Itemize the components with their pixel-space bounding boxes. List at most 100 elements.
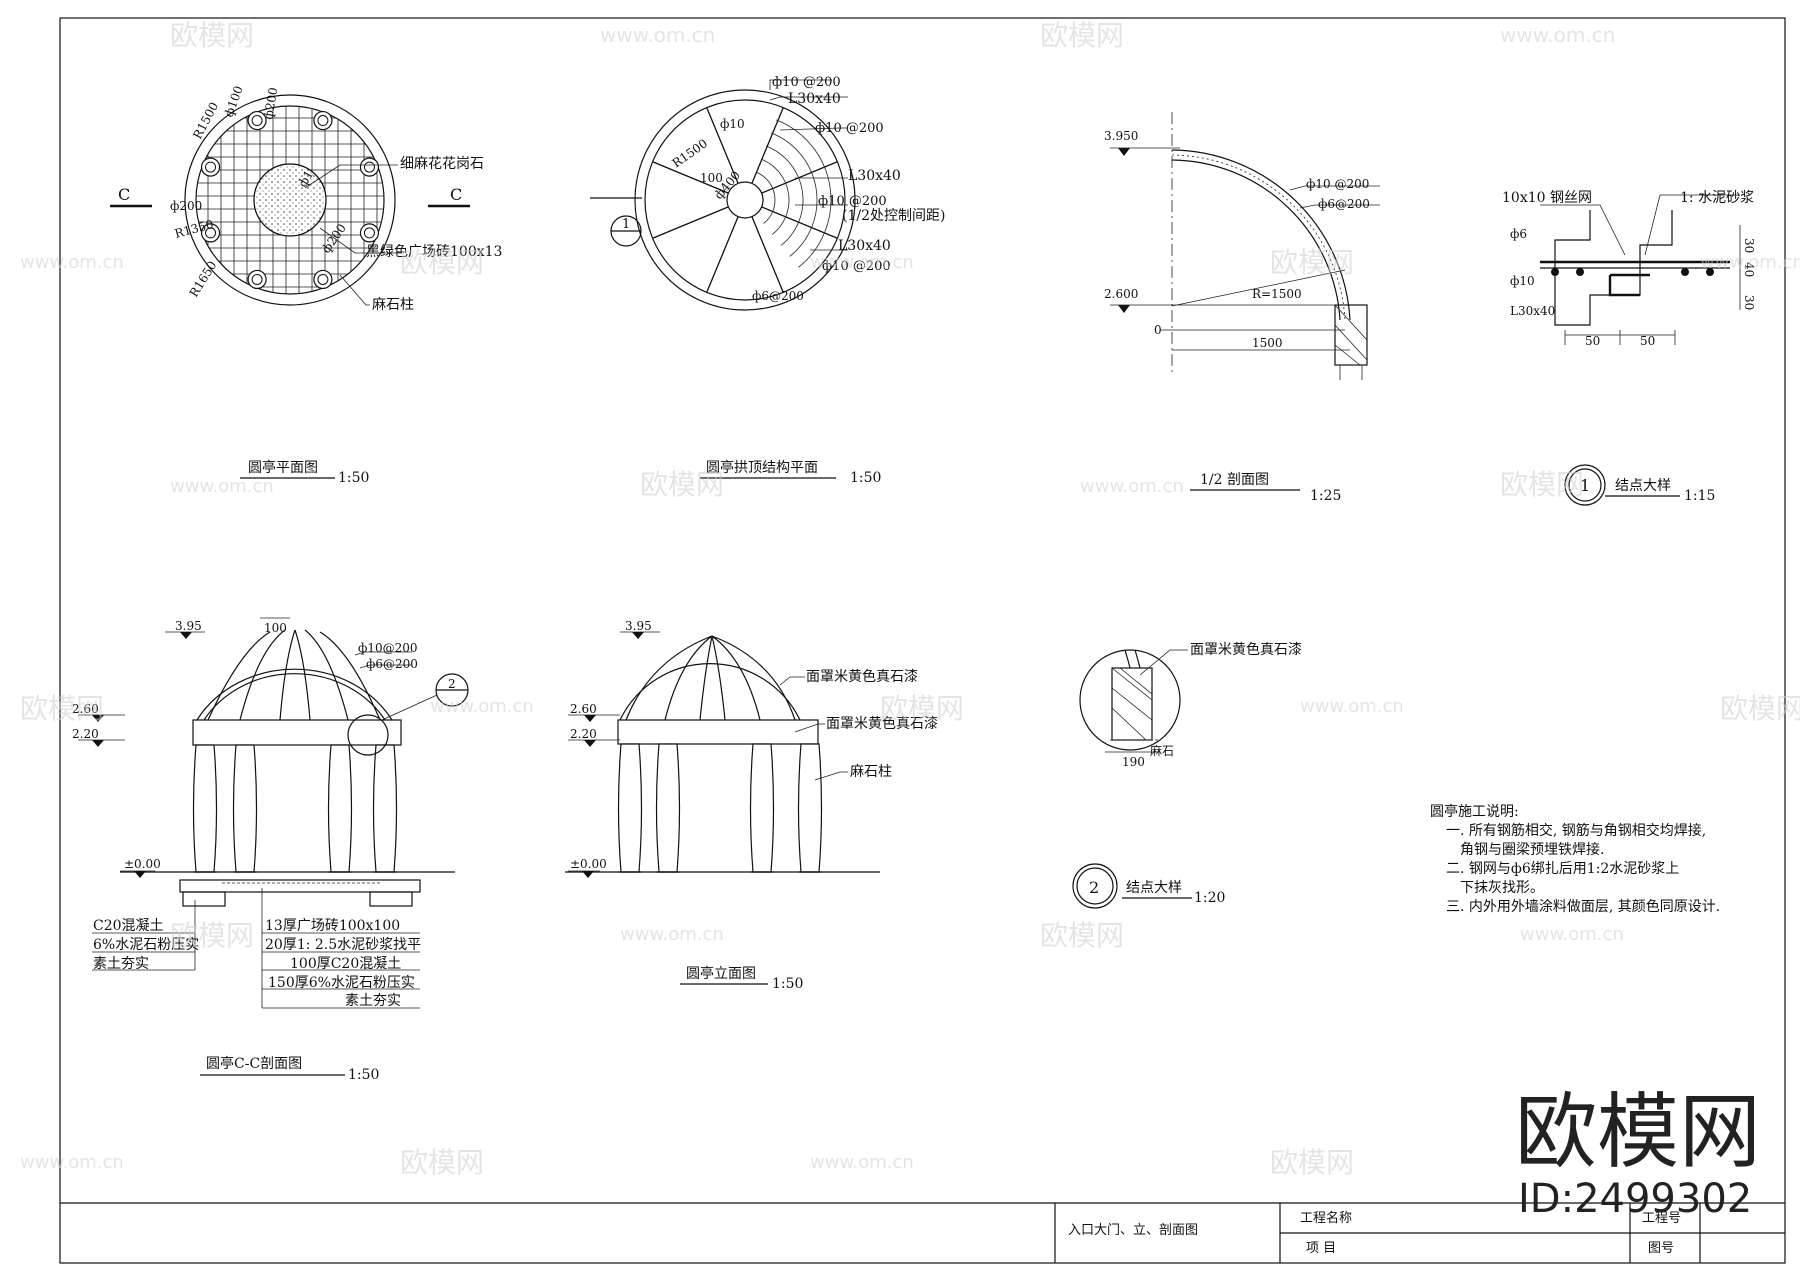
node1-title: 结点大样 xyxy=(1615,478,1671,494)
notes-line-4: 三. 内外用外墙涂料做面层, 其颜色同原设计. xyxy=(1446,898,1720,915)
elevation-view: 3.95 2.60 2.20 ±0.00 面罩米黄色真石漆 面罩米黄色真石漆 麻… xyxy=(565,619,938,992)
column-shaft xyxy=(797,743,823,873)
plan-column xyxy=(247,269,267,290)
watermark-text: 欧模网 xyxy=(400,246,484,279)
watermark-text: 欧模网 xyxy=(1270,246,1354,279)
hs-level-2: 0 xyxy=(1154,323,1162,337)
section-layer-right-4: 素土夯实 xyxy=(345,993,401,1009)
roof-label-5: (1/2处控制间距) xyxy=(842,208,945,224)
node1-label-3: ф10 xyxy=(1510,274,1535,288)
node1-scale: 1:15 xyxy=(1684,488,1715,504)
watermark-text: 欧模网 xyxy=(1040,919,1124,952)
roof-bar-ring xyxy=(776,119,832,268)
roof-dim-100: 100 xyxy=(700,171,723,185)
watermark-text: www.om.cn xyxy=(620,924,724,945)
plan-view: C C 细麻花花岗石 黑绿色广场砖100x13 麻石柱 R1500 ф100 ф… xyxy=(110,84,502,486)
watermark-text: www.om.cn xyxy=(20,1152,124,1173)
watermark-text: 欧模网 xyxy=(170,19,254,52)
column-shaft xyxy=(327,744,353,873)
section-top-1: ф10@200 xyxy=(358,641,418,655)
plan-dim-200c: ф200 xyxy=(319,221,349,255)
roof-rib xyxy=(706,216,739,293)
node2-title: 结点大样 xyxy=(1126,880,1182,896)
section-layer-right-1: 20厚1: 2.5水泥砂浆找平 xyxy=(265,937,421,953)
roof-label-7: ф10 @200 xyxy=(822,259,891,274)
roof-dim-f10: ф10 xyxy=(720,117,745,131)
node1-label-0: 10x10 钢丝网 xyxy=(1502,190,1592,206)
watermark-text: www.om.cn xyxy=(430,696,534,717)
watermark-text: www.om.cn xyxy=(20,252,124,273)
section-level-2: 2.20 xyxy=(72,727,99,741)
plan-column xyxy=(313,269,333,290)
section-mark-right: C xyxy=(450,185,462,204)
hs-level-1: 2.600 xyxy=(1104,287,1138,301)
roof-rib xyxy=(652,161,729,194)
notes-line-0: 一. 所有钢筋相交, 钢筋与角钢相交均焊接, xyxy=(1446,822,1706,839)
elev-level-0: 3.95 xyxy=(625,619,652,633)
section-layer-right-3: 150厚6%水泥石粉压实 xyxy=(268,975,415,991)
plan-label-granite: 细麻花花岗石 xyxy=(400,156,484,172)
watermark-text: 欧模网 xyxy=(880,692,964,725)
elev-scale: 1:50 xyxy=(772,976,803,992)
watermark-text: www.om.cn xyxy=(1300,696,1404,717)
watermark-text: www.om.cn xyxy=(1700,252,1800,273)
hs-label-0: ф10 @200 xyxy=(1306,177,1369,191)
elev-label-0: 面罩米黄色真石漆 xyxy=(806,668,918,685)
elev-label-1: 面罩米黄色真石漆 xyxy=(826,715,938,732)
roof-scale: 1:50 xyxy=(850,470,881,486)
hs-title: 1/2 剖面图 xyxy=(1200,472,1269,488)
tb-item: 项 目 xyxy=(1306,1241,1336,1256)
node2-view: 面罩米黄色真石漆 麻石 190 2 结点大样 1:20 xyxy=(1072,641,1302,909)
roof-marker: 1 xyxy=(622,217,630,232)
node1-dim-3: 50 xyxy=(1585,334,1600,348)
section-layer-right-0: 13厚广场砖100x100 xyxy=(265,918,400,934)
plan-dim-r1500: R1500 xyxy=(190,100,221,142)
node2-label-1: 麻石 xyxy=(1150,743,1174,758)
tb-drawing-name: 入口大门、立、剖面图 xyxy=(1068,1223,1198,1238)
sheet-border xyxy=(59,17,1786,1264)
roof-dim-r1500: R1500 xyxy=(670,136,710,170)
watermark-text: 欧模网 xyxy=(20,692,104,725)
tb-project-no: 工程号 xyxy=(1642,1211,1681,1226)
roof-label-6: L30x40 xyxy=(838,238,891,254)
node1-label-2: ф6 xyxy=(1510,227,1527,241)
elev-level-3: ±0.00 xyxy=(570,857,607,871)
watermark-text: www.om.cn xyxy=(170,476,274,497)
plan-column-core xyxy=(251,273,263,285)
section-marker: 2 xyxy=(448,677,456,691)
construction-notes: 圆亭施工说明: 一. 所有钢筋相交, 钢筋与角钢相交均焊接, 角钢与圈梁预埋铁焊… xyxy=(1430,803,1720,915)
plan-column-core xyxy=(205,227,217,239)
section-top-0: 100 xyxy=(264,621,287,635)
roof-label-3: L30x40 xyxy=(848,168,901,184)
section-view: 2 3.95 2.60 2.20 ±0.00 100 ф10@200 ф6@20… xyxy=(72,617,469,1083)
plan-scale: 1:50 xyxy=(338,470,369,486)
hs-level-0: 3.950 xyxy=(1104,129,1138,143)
watermark-text: 欧模网 xyxy=(640,468,724,501)
watermark-text: 欧模网 xyxy=(1720,692,1800,725)
node2-label-0: 面罩米黄色真石漆 xyxy=(1190,641,1302,658)
section-scale: 1:50 xyxy=(348,1067,379,1083)
notes-line-3: 下抹灰找形。 xyxy=(1460,880,1544,896)
node1-number: 1 xyxy=(1580,476,1590,495)
watermark-text: 欧模网 xyxy=(1500,468,1584,501)
half-section-view: 3.950 2.600 0 ф10 @200 ф6@200 R=1500 150… xyxy=(1104,112,1380,504)
section-title: 圆亭C-C剖面图 xyxy=(206,1055,302,1072)
watermark-text: 欧模网 xyxy=(400,1146,484,1179)
node1-view: 10x10 钢丝网 1: 水泥砂浆 ф6 ф10 L30x40 30 40 30… xyxy=(1502,190,1756,506)
roof-rib xyxy=(706,107,739,184)
column-shaft xyxy=(192,744,218,873)
watermark-text: 欧模网 xyxy=(1270,1146,1354,1179)
roof-label-0: ф10 @200 xyxy=(772,75,841,90)
plan-column xyxy=(313,110,333,131)
roof-bar-ring xyxy=(760,158,790,235)
roof-rib xyxy=(652,206,729,239)
section-level-3: ±0.00 xyxy=(124,857,161,871)
node1-label-1: 1: 水泥砂浆 xyxy=(1680,190,1754,206)
plan-dim-200b: ф200 xyxy=(170,199,202,213)
brand-id: ID:2499302 xyxy=(1518,1176,1752,1222)
roof-bar-ring xyxy=(770,132,818,257)
hs-label-2: R=1500 xyxy=(1252,287,1302,301)
plan-column xyxy=(247,110,267,131)
plan-label-column: 麻石柱 xyxy=(372,297,414,313)
